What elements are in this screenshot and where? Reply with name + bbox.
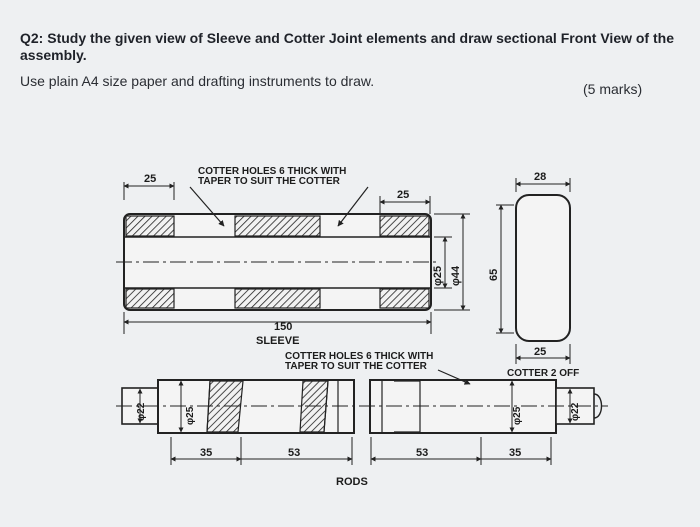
question-instruction: Use plain A4 size paper and drafting ins… (20, 73, 375, 89)
question-marks: (5 marks) (583, 81, 643, 97)
rods-dia-end-right: φ22 (570, 402, 581, 421)
rods-label: RODS (336, 476, 368, 488)
rods-dim-a: 35 (200, 447, 212, 459)
sleeve-note-line1: COTTER HOLES 6 THICK WITH (198, 166, 346, 177)
cotter-dim-height: 65 (488, 269, 500, 281)
sleeve-dim-length: 150 (274, 321, 292, 333)
cotter-label: COTTER 2 OFF (507, 368, 579, 379)
rods-dia-body-right: φ25 (512, 406, 523, 425)
rods-note-line2: TAPER TO SUIT THE COTTER (285, 361, 428, 372)
rods-view (116, 369, 608, 465)
cotter-dim-width: 28 (534, 171, 546, 183)
rods-dim-b: 53 (288, 447, 300, 459)
rods-dim-c: 53 (416, 447, 428, 459)
sleeve-view (116, 182, 470, 334)
sleeve-label: SLEEVE (256, 335, 299, 347)
sleeve-dim-left: 25 (144, 173, 156, 185)
sleeve-dia-outer: φ44 (450, 265, 462, 286)
question-title: Q2: Study the given view of Sleeve and C… (20, 30, 674, 63)
cotter-dim-bottom: 25 (534, 346, 546, 358)
cotter-view (496, 178, 571, 364)
rods-dia-body-left: φ25 (185, 406, 196, 425)
sleeve-dim-right: 25 (397, 189, 409, 201)
rods-note-line1: COTTER HOLES 6 THICK WITH (285, 351, 433, 362)
rods-dim-d: 35 (509, 447, 521, 459)
sleeve-dia-inner: φ25 (432, 266, 444, 286)
rods-dia-end-left: φ22 (136, 402, 147, 421)
sleeve-note-line2: TAPER TO SUIT THE COTTER (198, 176, 341, 187)
